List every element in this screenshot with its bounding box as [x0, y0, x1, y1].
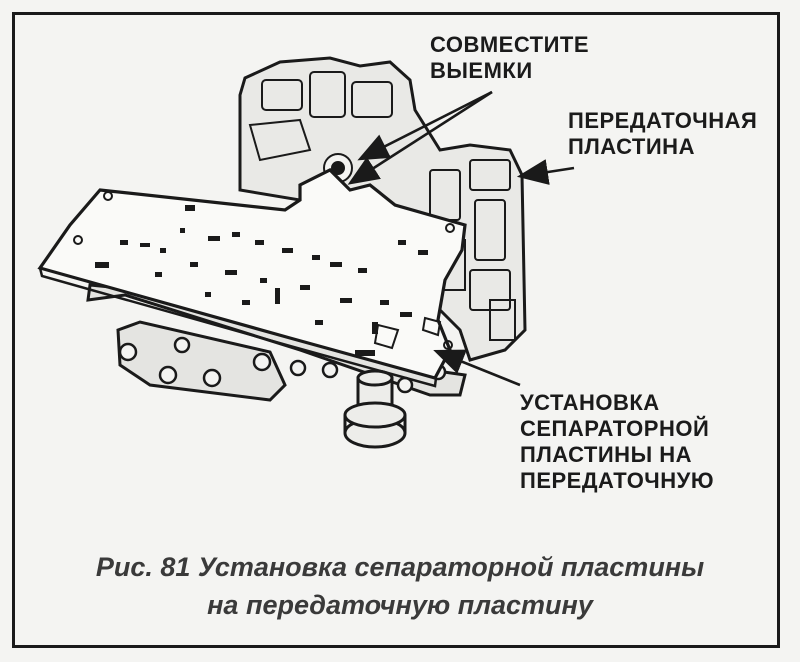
separator-plate-holes [95, 205, 428, 356]
leader-arrows [347, 90, 575, 387]
align-notches-label: СОВМЕСТИТЕ ВЫЕМКИ [430, 32, 590, 83]
figure-caption: Рис. 81 Установка сепараторной пластины … [0, 548, 800, 624]
figure-caption-line-2: на передаточную пластину [207, 590, 593, 620]
separator-plate [37, 168, 467, 380]
figure-caption-line-1: Рис. 81 Установка сепараторной пластины [95, 552, 705, 582]
separator-install-label: УСТАНОВКА СЕПАРАТОРНОЙ ПЛАСТИНЫ НА ПЕРЕД… [520, 390, 715, 493]
transfer-plate-label: ПЕРЕДАТОЧНАЯ ПЛАСТИНА [568, 108, 758, 159]
separator-plate-outline-holes [73, 191, 455, 350]
output-shaft [343, 369, 407, 449]
separator-plate-edge [38, 267, 438, 388]
figure-frame [12, 12, 780, 648]
